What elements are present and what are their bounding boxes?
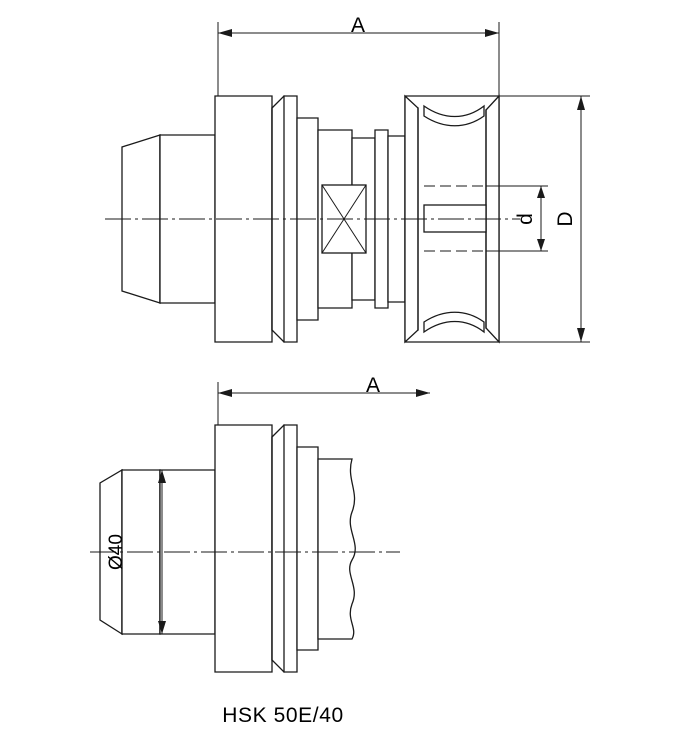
dimension-label-a-top: A <box>351 14 365 37</box>
rear-flange-body <box>214 424 319 673</box>
top-view-group <box>105 22 590 344</box>
dimension-d <box>499 95 590 343</box>
dimension-label-d-small: d <box>514 213 537 225</box>
bottom-view-group <box>90 382 430 673</box>
break-line <box>317 458 356 640</box>
dimension-label-d: D <box>554 211 577 226</box>
dimension-label-a-bottom: A <box>366 374 380 397</box>
dimension-diameter-40 <box>122 469 172 635</box>
dimension-label-diameter-40: Ø40 <box>106 534 127 570</box>
dimension-a-top <box>217 22 500 100</box>
drawing-title: HSK 50E/40 <box>222 704 344 727</box>
dimension-d-small <box>486 185 548 252</box>
flange-body <box>214 95 319 343</box>
dimension-a-bottom <box>217 382 430 425</box>
